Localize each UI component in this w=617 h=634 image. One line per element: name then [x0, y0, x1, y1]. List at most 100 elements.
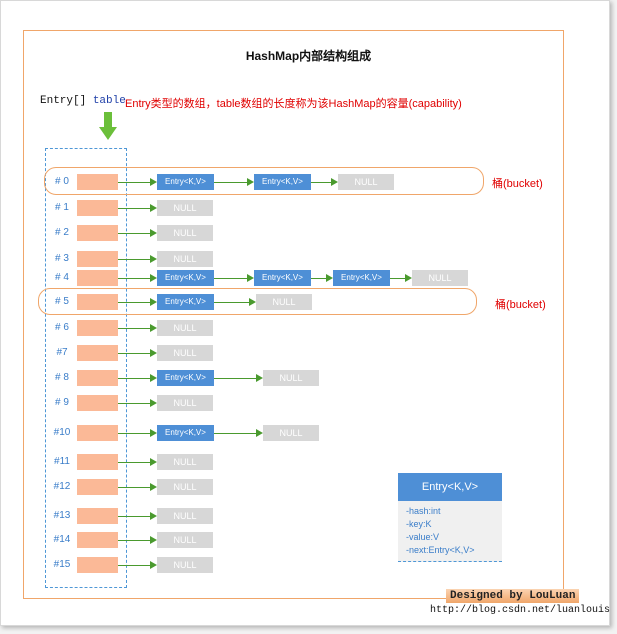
arrow-head — [150, 561, 157, 569]
arrow-connector — [118, 255, 157, 264]
table-slot — [77, 395, 118, 411]
index-label: #7 — [56, 347, 68, 358]
table-array — [45, 148, 127, 588]
arrow-head — [150, 512, 157, 520]
arrow-line — [118, 182, 151, 183]
arrow-line — [214, 433, 257, 434]
arrow-head — [150, 349, 157, 357]
index-label: # 2 — [55, 227, 69, 238]
arrow-head — [247, 274, 254, 282]
legend-title: Entry<K,V> — [398, 473, 502, 501]
arrow-connector — [214, 274, 254, 283]
arrow-connector — [118, 204, 157, 213]
table-description: Entry类型的数组，table数组的长度称为该HashMap的容量(capab… — [125, 98, 462, 110]
arrow-line — [390, 278, 406, 279]
legend-field: -hash:int — [406, 506, 441, 516]
legend-fields: -hash:int -key:K -value:V -next:Entry<K,… — [398, 501, 502, 562]
arrow-connector — [390, 274, 412, 283]
arrow-line — [118, 328, 151, 329]
table-slot — [77, 370, 118, 386]
down-arrow-icon — [99, 112, 117, 140]
arrow-line — [118, 516, 151, 517]
null-terminator: NULL — [157, 454, 213, 470]
arrow-head — [150, 178, 157, 186]
arrow-line — [214, 182, 248, 183]
arrow-head — [150, 374, 157, 382]
table-slot — [77, 200, 118, 216]
table-type: Entry[] — [40, 95, 87, 107]
index-label: #10 — [53, 427, 71, 438]
arrow-connector — [118, 298, 157, 307]
entry-node: Entry<K,V> — [157, 174, 214, 190]
arrow-connector — [118, 536, 157, 545]
arrow-line — [118, 278, 151, 279]
entry-node: Entry<K,V> — [254, 270, 311, 286]
arrow-connector — [214, 374, 263, 383]
arrow-head — [150, 483, 157, 491]
arrow-head — [247, 178, 254, 186]
entry-node: Entry<K,V> — [157, 370, 214, 386]
null-terminator: NULL — [157, 508, 213, 524]
index-label: #14 — [53, 534, 71, 545]
index-label: # 5 — [55, 296, 69, 307]
entry-node: Entry<K,V> — [157, 294, 214, 310]
index-label: #11 — [54, 456, 70, 467]
arrow-line — [118, 353, 151, 354]
arrow-head — [150, 298, 157, 306]
legend-field: -next:Entry<K,V> — [406, 545, 475, 555]
arrow-head — [256, 429, 263, 437]
index-label: # 0 — [55, 176, 69, 187]
arrow-head — [150, 274, 157, 282]
null-terminator: NULL — [263, 425, 319, 441]
index-label: # 8 — [55, 372, 69, 383]
credit-badge: Designed by LouLuan — [446, 589, 580, 603]
index-label: # 3 — [55, 253, 69, 264]
null-terminator: NULL — [157, 320, 213, 336]
bucket-highlight — [44, 167, 484, 195]
index-label: #12 — [53, 481, 71, 492]
legend-field: -key:K — [406, 519, 432, 529]
arrow-line — [118, 565, 151, 566]
null-terminator: NULL — [157, 479, 213, 495]
arrow-line — [118, 433, 151, 434]
arrow-head — [150, 324, 157, 332]
table-slot — [77, 345, 118, 361]
arrow-line — [118, 259, 151, 260]
arrow-line — [214, 302, 250, 303]
arrow-line — [118, 208, 151, 209]
table-declaration: Entry[] table — [40, 95, 126, 107]
arrow-head — [249, 298, 256, 306]
table-name: table — [92, 95, 126, 107]
arrow-connector — [118, 512, 157, 521]
null-terminator: NULL — [412, 270, 468, 286]
index-label: #13 — [53, 510, 71, 521]
null-terminator: NULL — [157, 200, 213, 216]
table-slot — [77, 270, 118, 286]
arrow-connector — [118, 349, 157, 358]
arrow-head — [256, 374, 263, 382]
arrow-line — [118, 540, 151, 541]
arrow-line — [214, 378, 257, 379]
arrow-head — [405, 274, 412, 282]
arrow-connector — [118, 399, 157, 408]
null-terminator: NULL — [157, 251, 213, 267]
index-label: #15 — [53, 559, 71, 570]
arrow-connector — [118, 229, 157, 238]
table-slot — [77, 508, 118, 524]
index-label: # 6 — [55, 322, 69, 333]
arrow-connector — [214, 298, 256, 307]
bucket-label: 桶(bucket) — [495, 299, 546, 311]
legend-field: -value:V — [406, 532, 440, 542]
arrow-head — [331, 178, 338, 186]
entry-legend: Entry<K,V> -hash:int -key:K -value:V -ne… — [398, 473, 502, 562]
arrow-connector — [118, 324, 157, 333]
table-slot — [77, 532, 118, 548]
null-terminator: NULL — [157, 557, 213, 573]
index-label: # 4 — [55, 272, 69, 283]
entry-node: Entry<K,V> — [157, 270, 214, 286]
table-slot — [77, 479, 118, 495]
null-terminator: NULL — [157, 532, 213, 548]
null-terminator: NULL — [157, 395, 213, 411]
null-terminator: NULL — [263, 370, 319, 386]
arrow-head — [150, 399, 157, 407]
